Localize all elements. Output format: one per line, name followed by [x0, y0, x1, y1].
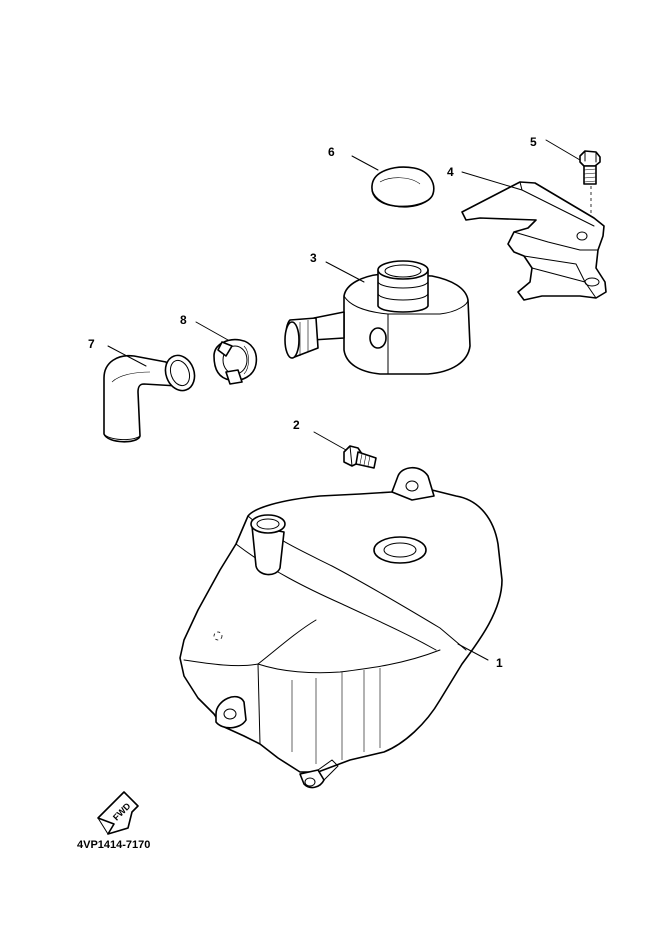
part-bracket — [461, 181, 607, 301]
callout-4: 4 — [447, 165, 454, 179]
callout-3: 3 — [310, 251, 317, 265]
callout-6: 6 — [328, 145, 335, 159]
part-hose — [103, 354, 196, 443]
diagram-part-number: 4VP1414-7170 — [77, 839, 150, 851]
callout-8: 8 — [180, 313, 187, 327]
callout-7: 7 — [88, 337, 95, 351]
leader-lines — [107, 139, 581, 661]
part-bolt-mount — [343, 445, 377, 469]
part-bolt-top — [579, 150, 601, 185]
callout-2: 2 — [293, 418, 300, 432]
callout-1: 1 — [496, 656, 503, 670]
part-oil-tank — [179, 466, 503, 789]
fwd-arrow-icon: FWD — [97, 791, 139, 835]
part-clamp — [213, 338, 258, 385]
part-cap — [371, 166, 435, 208]
callout-5: 5 — [530, 135, 537, 149]
part-reservoir — [284, 260, 471, 375]
